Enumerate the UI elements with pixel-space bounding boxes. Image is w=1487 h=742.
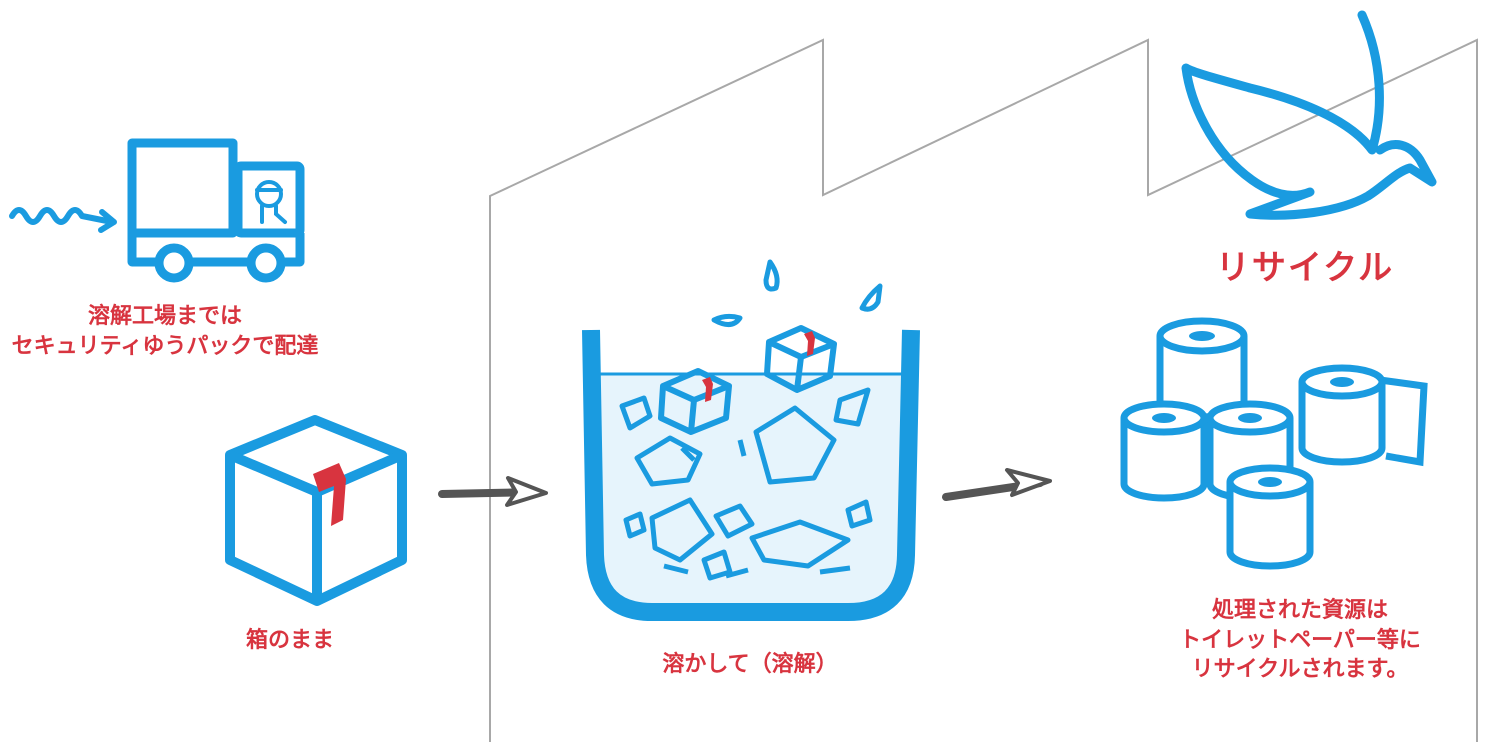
- floating-boxes: [658, 325, 837, 435]
- box-tape: [313, 463, 346, 526]
- delivery-caption-line2: セキュリティゆうパックで配達: [11, 333, 319, 359]
- result-caption-line1: 処理された資源は: [1211, 598, 1388, 623]
- flying-bird-icon: [1181, 10, 1437, 220]
- box-caption: 箱のまま: [245, 628, 334, 653]
- factory-building-outline: [489, 38, 1478, 742]
- toilet-paper-rolls-icon: [1120, 317, 1428, 570]
- recycle-title: リサイクル: [1215, 248, 1395, 288]
- delivery-caption-line1: 溶解工場までは: [87, 304, 242, 329]
- dissolve-caption: 溶かして（溶解）: [662, 652, 838, 677]
- paper-fragments: [619, 387, 873, 581]
- delivery-truck-icon: [127, 138, 305, 283]
- dissolving-tank-icon: [582, 329, 920, 621]
- result-caption-line3: リサイクルされます。: [1191, 657, 1409, 683]
- wavy-arrow-icon: [9, 207, 117, 233]
- box-tapes-small: [702, 331, 815, 402]
- result-caption-line2: トイレットペーパー等に: [1179, 627, 1421, 653]
- right-arrow-icon: [438, 476, 548, 507]
- result-caption: 処理された資源は トイレットペーパー等に リサイクルされます。: [1100, 596, 1487, 685]
- driver-icon: [255, 180, 287, 224]
- right-arrow-icon: [942, 468, 1052, 501]
- cardboard-box-icon: [225, 415, 407, 606]
- splash-drops: [711, 259, 883, 327]
- delivery-caption: 溶解工場までは セキュリティゆうパックで配達: [0, 302, 330, 361]
